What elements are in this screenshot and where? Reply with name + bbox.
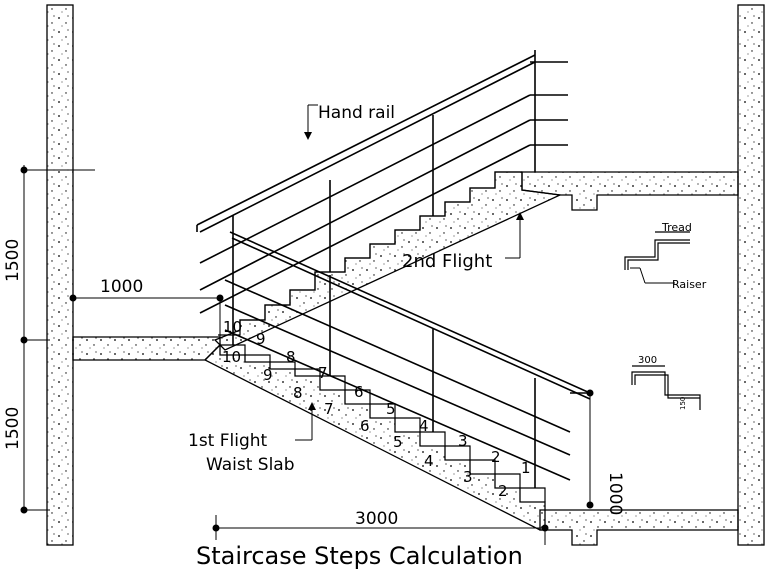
hand-rail-top-upper-2 [199, 61, 536, 233]
landing-slab [72, 336, 221, 361]
step-number: 2 [498, 482, 508, 500]
step-number: 10 [223, 318, 242, 336]
hand-rail-group [196, 50, 591, 488]
tread-riser-detail [624, 231, 701, 410]
step-number: 3 [458, 432, 468, 450]
step-number: 4 [424, 452, 434, 470]
waist-slab-label: Waist Slab [206, 455, 295, 475]
step-number: 10 [222, 348, 241, 366]
drawing-title: Staircase Steps Calculation [196, 542, 523, 570]
step-number: 1 [521, 459, 531, 477]
floor-slab [539, 509, 739, 546]
dimension-dots [20, 166, 594, 532]
step-number: 9 [263, 366, 273, 384]
step-number: 6 [354, 383, 364, 401]
step-number: 7 [318, 364, 328, 382]
lower-height-dimension: 1500 [3, 407, 23, 450]
step-number: 2 [491, 448, 501, 466]
total-run-dimension: 3000 [355, 509, 398, 529]
step-number: 6 [360, 417, 370, 435]
upper-height-dimension: 1500 [3, 239, 23, 282]
first-flight-step-numbers: 1 2 3 4 5 6 7 8 9 10 2 3 4 5 6 7 8 9 10 [222, 318, 531, 500]
landing-width-dimension: 1000 [100, 277, 143, 297]
first-flight-label: 1st Flight [188, 431, 268, 451]
upper-landing-slab [521, 171, 739, 211]
hand-rail-label: Hand rail [318, 103, 395, 123]
left-wall [46, 4, 74, 546]
tread-label: Tread [661, 221, 692, 234]
rail-height-dimension: 1000 [605, 472, 625, 515]
step-number: 5 [386, 400, 396, 418]
step-number: 8 [293, 384, 303, 402]
second-flight-label: 2nd Flight [402, 251, 492, 272]
step-number: 8 [286, 348, 296, 366]
leader-arrows [304, 132, 524, 410]
riser-size-dimension: 150 [679, 397, 687, 410]
step-number: 4 [419, 417, 429, 435]
step-number: 5 [393, 433, 403, 451]
step-number: 7 [324, 400, 334, 418]
dimension-lines [22, 104, 675, 545]
second-flight-steps [218, 171, 522, 336]
hand-rail-lower [229, 231, 591, 394]
right-wall [737, 4, 765, 546]
step-number: 9 [256, 330, 266, 348]
step-number: 3 [463, 468, 473, 486]
tread-size-dimension: 300 [638, 355, 657, 366]
hand-rail-top-upper [196, 54, 536, 226]
riser-label: Raiser [672, 278, 707, 291]
